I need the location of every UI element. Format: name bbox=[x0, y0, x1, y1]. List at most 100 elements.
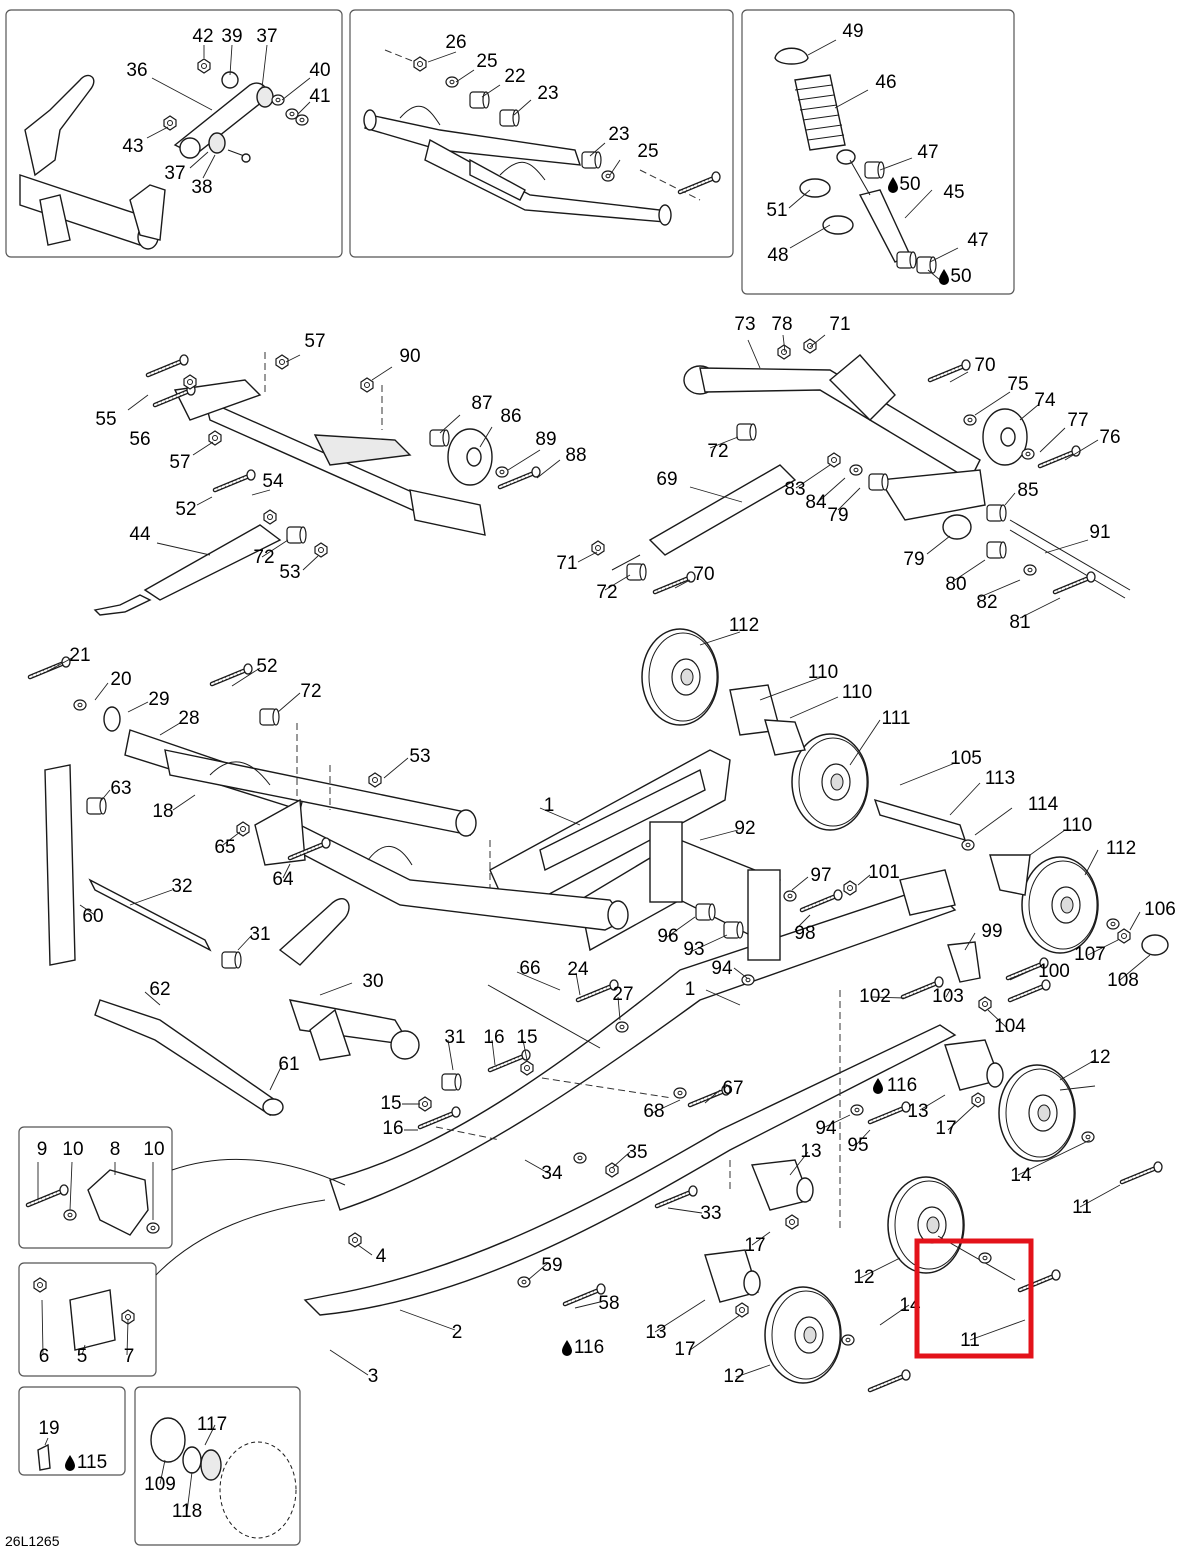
callout-70: 70 bbox=[974, 355, 995, 376]
callout-94: 94 bbox=[815, 1118, 837, 1139]
callout-56: 56 bbox=[129, 429, 150, 450]
callout-70: 70 bbox=[693, 564, 714, 585]
callout-112: 112 bbox=[1106, 838, 1136, 859]
callout-7: 7 bbox=[124, 1346, 135, 1367]
callout-66: 66 bbox=[519, 958, 540, 979]
callout-31: 31 bbox=[249, 924, 270, 945]
callout-13: 13 bbox=[907, 1101, 928, 1122]
callout-22: 22 bbox=[504, 66, 525, 87]
callout-54: 54 bbox=[262, 471, 284, 492]
callout-75: 75 bbox=[1007, 374, 1028, 395]
callout-13: 13 bbox=[645, 1322, 666, 1343]
callout-82: 82 bbox=[976, 592, 997, 613]
callout-2: 2 bbox=[452, 1322, 463, 1343]
callout-4: 4 bbox=[376, 1246, 387, 1267]
callout-11: 11 bbox=[1072, 1197, 1092, 1218]
callout-12: 12 bbox=[723, 1366, 744, 1387]
rear-arm-drawing bbox=[591, 338, 1131, 599]
callout-72: 72 bbox=[707, 441, 728, 462]
callout-6: 6 bbox=[39, 1346, 50, 1367]
lower-arm-drawing bbox=[44, 764, 601, 1117]
callout-1: 1 bbox=[685, 979, 696, 1000]
callout-112: 112 bbox=[729, 615, 759, 636]
callout-92: 92 bbox=[734, 818, 755, 839]
inset-box-rocker bbox=[5, 9, 343, 258]
callout-98: 98 bbox=[794, 923, 815, 944]
callout-23: 23 bbox=[608, 124, 629, 145]
callout-77: 77 bbox=[1067, 410, 1088, 431]
callout-93: 93 bbox=[683, 939, 704, 960]
callout-17: 17 bbox=[744, 1235, 765, 1256]
callout-37: 37 bbox=[164, 163, 185, 184]
oil-drop-icon bbox=[562, 1340, 572, 1356]
callout-117: 117 bbox=[197, 1414, 227, 1435]
lower-wheels-drawing bbox=[704, 1039, 1162, 1390]
callout-53: 53 bbox=[409, 746, 430, 767]
callout-86: 86 bbox=[500, 406, 521, 427]
rear-crossbar-drawing bbox=[93, 352, 540, 616]
upper-wheels-drawing bbox=[641, 628, 1169, 956]
main-frame-drawing bbox=[303, 749, 957, 1316]
callout-90: 90 bbox=[399, 346, 420, 367]
callout-105: 105 bbox=[950, 748, 982, 769]
callout-107: 107 bbox=[1074, 944, 1106, 965]
callout-114: 114 bbox=[1028, 794, 1059, 815]
callout-41: 41 bbox=[309, 86, 330, 107]
callout-68: 68 bbox=[643, 1101, 664, 1122]
callout-78: 78 bbox=[771, 314, 792, 335]
callout-84: 84 bbox=[805, 492, 827, 513]
callout-8: 8 bbox=[110, 1139, 121, 1160]
front-arm-drawing bbox=[363, 49, 720, 226]
callout-31: 31 bbox=[444, 1027, 465, 1048]
callout-43: 43 bbox=[122, 136, 143, 157]
callout-100: 100 bbox=[1038, 961, 1070, 982]
callout-35: 35 bbox=[626, 1142, 647, 1163]
callout-34: 34 bbox=[541, 1163, 563, 1184]
callout-58: 58 bbox=[598, 1293, 619, 1314]
callout-10: 10 bbox=[143, 1139, 164, 1160]
callout-53: 53 bbox=[279, 562, 300, 583]
callout-25: 25 bbox=[637, 141, 658, 162]
callout-37: 37 bbox=[256, 26, 277, 47]
callout-87: 87 bbox=[471, 393, 492, 414]
callout-69: 69 bbox=[656, 469, 677, 490]
callout-79: 79 bbox=[903, 549, 924, 570]
callout-81: 81 bbox=[1009, 612, 1030, 633]
callout-50: 50 bbox=[899, 174, 920, 195]
callout-59: 59 bbox=[541, 1255, 562, 1276]
callout-32: 32 bbox=[171, 876, 192, 897]
callout-46: 46 bbox=[875, 72, 896, 93]
callout-1: 1 bbox=[544, 795, 555, 816]
callout-42: 42 bbox=[192, 26, 213, 47]
callout-96: 96 bbox=[657, 926, 678, 947]
callout-76: 76 bbox=[1099, 427, 1120, 448]
callout-11-highlighted: 11 bbox=[960, 1330, 980, 1351]
callout-17: 17 bbox=[935, 1118, 956, 1139]
callout-12: 12 bbox=[853, 1267, 874, 1288]
callout-113: 113 bbox=[985, 768, 1015, 789]
callout-44: 44 bbox=[129, 524, 151, 545]
callout-65: 65 bbox=[214, 837, 235, 858]
callout-14: 14 bbox=[1010, 1165, 1032, 1186]
callout-25: 25 bbox=[476, 51, 497, 72]
callout-79: 79 bbox=[827, 505, 848, 526]
callout-15: 15 bbox=[380, 1093, 401, 1114]
callout-73: 73 bbox=[734, 314, 755, 335]
callout-110: 110 bbox=[842, 682, 872, 703]
callout-74: 74 bbox=[1034, 390, 1056, 411]
callout-30: 30 bbox=[362, 971, 383, 992]
callout-29: 29 bbox=[148, 689, 169, 710]
callout-12: 12 bbox=[1089, 1047, 1110, 1068]
callout-67: 67 bbox=[722, 1078, 743, 1099]
rocker-arm-drawing bbox=[19, 58, 309, 250]
callout-15: 15 bbox=[516, 1027, 537, 1048]
callout-99: 99 bbox=[981, 921, 1002, 942]
callout-72: 72 bbox=[300, 681, 321, 702]
callout-102: 102 bbox=[859, 986, 891, 1007]
callout-97: 97 bbox=[810, 865, 831, 886]
part-11-highlight-box bbox=[914, 1238, 1034, 1359]
callout-38: 38 bbox=[191, 177, 212, 198]
callout-28: 28 bbox=[178, 708, 199, 729]
callout-57: 57 bbox=[304, 331, 325, 352]
callout-21: 21 bbox=[69, 645, 90, 666]
